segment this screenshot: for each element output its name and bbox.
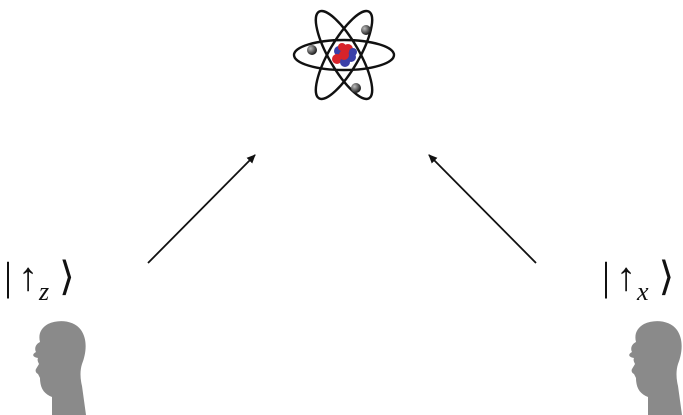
measurement-arrow-right bbox=[428, 154, 537, 264]
ket-bar: | bbox=[4, 254, 13, 299]
nucleus bbox=[332, 43, 357, 67]
ket-bar: | bbox=[602, 254, 611, 299]
atom-icon bbox=[292, 9, 396, 101]
observer-head-right bbox=[629, 321, 682, 415]
ket-subscript: z bbox=[39, 277, 50, 306]
ket-spin-up-x: |↑x ⟩ bbox=[602, 254, 675, 305]
ket-spin-up-z: |↑z ⟩ bbox=[4, 254, 75, 305]
spin-up-arrow: ↑ bbox=[616, 254, 637, 299]
spin-up-arrow: ↑ bbox=[18, 254, 39, 299]
observer-head-left bbox=[33, 321, 86, 415]
ket-rangle: ⟩ bbox=[59, 254, 75, 299]
electrons bbox=[307, 25, 371, 93]
measurement-arrow-left bbox=[147, 154, 256, 264]
electron bbox=[307, 45, 317, 55]
electron bbox=[361, 25, 371, 35]
ket-rangle: ⟩ bbox=[658, 254, 675, 299]
electron bbox=[351, 83, 361, 93]
ket-subscript: x bbox=[637, 277, 649, 306]
